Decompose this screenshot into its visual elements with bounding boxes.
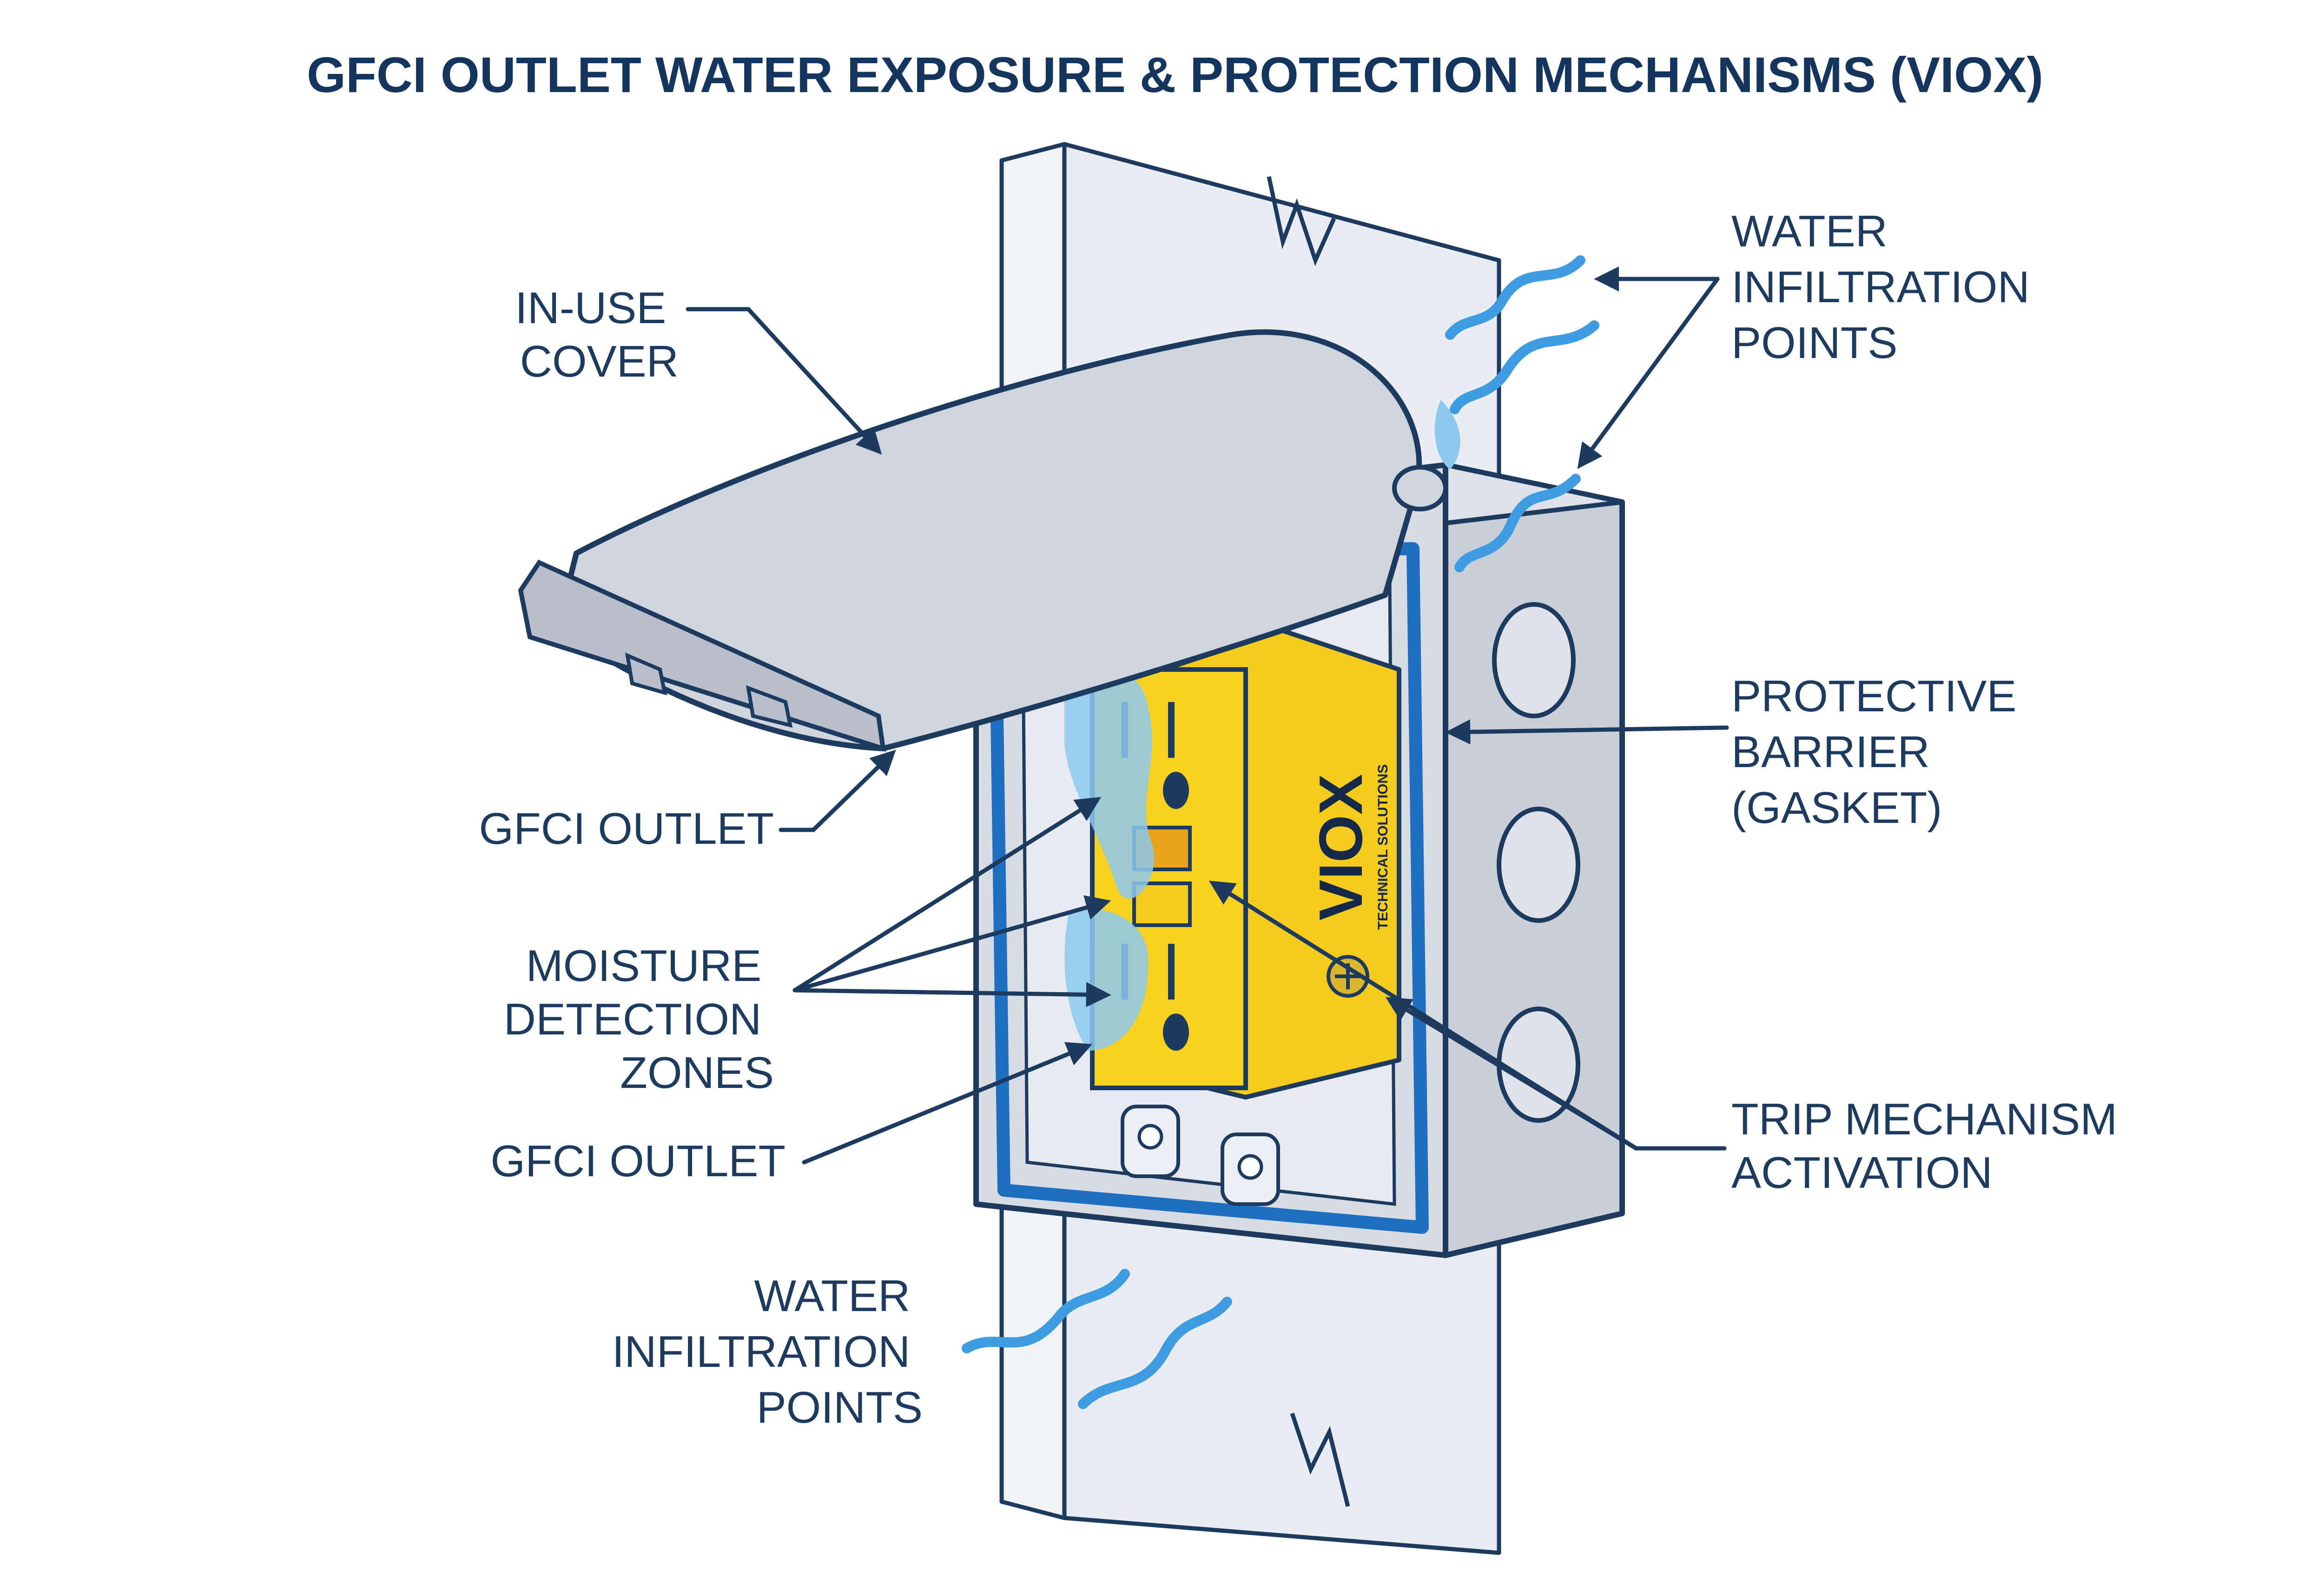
label-trip-mechanism: TRIP MECHANISM ACTIVATION bbox=[1731, 1094, 2130, 1198]
label-moisture-zones: MOISTURE DETECTION ZONES bbox=[504, 941, 774, 1098]
hinge-icon bbox=[1392, 465, 1448, 511]
leader-lines bbox=[686, 266, 1729, 1165]
label-water-infiltration-bottom: WATER INFILTRATION POINTS bbox=[612, 1271, 923, 1432]
in-use-cover bbox=[518, 329, 1448, 752]
water-infiltration-bottom-arrows bbox=[962, 1269, 1232, 1409]
brand-tagline: TECHNICAL SOLUTIONS bbox=[1375, 764, 1391, 930]
label-protective-barrier: PROTECTIVE BARRIER (GASKET) bbox=[1731, 671, 2029, 833]
label-gfci-outlet-upper: GFCI OUTLET bbox=[479, 804, 774, 854]
mounting-tabs bbox=[1121, 1105, 1280, 1206]
water-drip bbox=[1434, 400, 1460, 470]
moisture-zones bbox=[1064, 663, 1155, 1051]
label-water-infiltration-top: WATER INFILTRATION POINTS bbox=[1731, 206, 2042, 368]
knockout-hole bbox=[1492, 602, 1576, 718]
knockout-hole bbox=[1497, 807, 1580, 923]
label-gfci-outlet-lower: GFCI OUTLET bbox=[490, 1136, 786, 1186]
brand-logo: VIOX bbox=[1307, 774, 1375, 921]
label-in-use-cover: IN-USE COVER bbox=[515, 283, 679, 386]
water-infiltration-top-arrows bbox=[1445, 255, 1599, 572]
outlet-ground-icon bbox=[1163, 772, 1189, 809]
outlet-ground-icon bbox=[1163, 1014, 1189, 1051]
page-title: GFCI OUTLET WATER EXPOSURE & PROTECTION … bbox=[307, 46, 2043, 103]
reset-button bbox=[1132, 881, 1192, 927]
